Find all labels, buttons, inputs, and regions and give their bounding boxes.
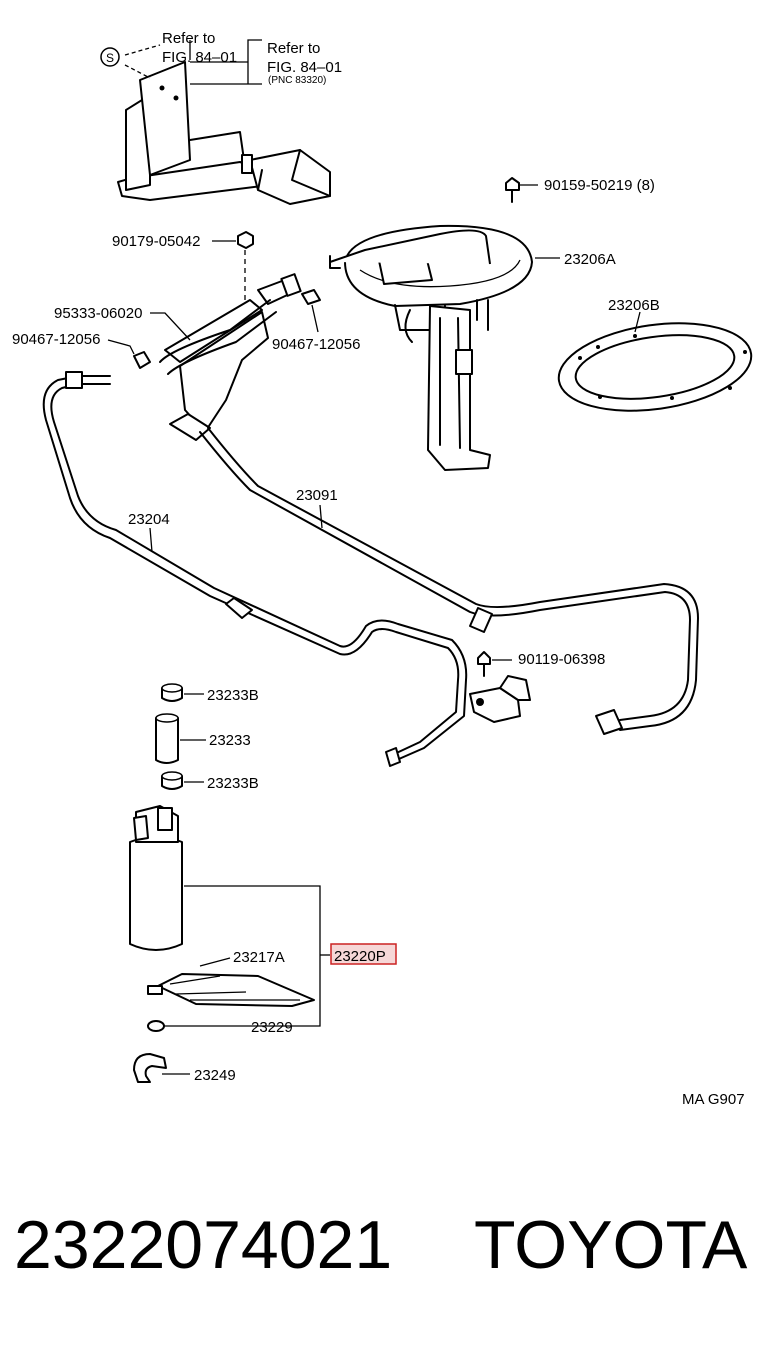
label-90467-12056-left: 90467-12056 [12, 331, 100, 348]
refer-label-2-line2: FIG. 84–01 [267, 59, 342, 76]
part-number: 2322074021 [14, 1207, 393, 1283]
label-23249: 23249 [194, 1067, 236, 1084]
refer-label-2-line1: Refer to [267, 40, 320, 57]
bolt-90159-icon [505, 177, 520, 203]
gasket-23206b [557, 322, 753, 412]
label-23091: 23091 [296, 487, 338, 504]
nut-90179-icon [237, 231, 254, 249]
label-90159-50219: 90159-50219 (8) [544, 177, 655, 194]
clamp-90467-right-icon [301, 289, 321, 305]
label-23229: 23229 [251, 1019, 293, 1036]
cushion-23233b-top-icon [161, 683, 183, 702]
canister-bracket-assembly [117, 61, 331, 205]
refer-label-2-pnc: (PNC 83320) [268, 75, 326, 86]
fuel-pump-icon [129, 805, 183, 951]
label-90467-12056-right: 90467-12056 [272, 336, 360, 353]
bolt-90119-icon [477, 651, 491, 677]
fuel-tube-23204 [42, 371, 468, 767]
brand-name: TOYOTA [474, 1207, 748, 1283]
hose-23233-icon [155, 713, 179, 764]
s-symbol-text: S [106, 51, 114, 65]
label-23206b: 23206B [608, 297, 660, 314]
label-23233b-bottom: 23233B [207, 775, 259, 792]
label-90179-05042: 90179-05042 [112, 233, 200, 250]
filter-23217a-icon [147, 973, 315, 1007]
refer-label-1-line2: FIG. 84–01 [162, 49, 237, 66]
label-23233: 23233 [209, 732, 251, 749]
fuel-tube-23091 [199, 427, 699, 735]
fuel-pump-bracket-23206a [329, 224, 533, 471]
cushion-23233b-bottom-icon [161, 771, 183, 790]
label-90119-06398: 90119-06398 [518, 651, 605, 668]
ring-23229-icon [147, 1020, 165, 1032]
footer: 2322074021 TOYOTA [0, 1195, 768, 1295]
s-symbol: S [100, 47, 120, 67]
label-23204: 23204 [128, 511, 170, 528]
refer-label-1-line1: Refer to [162, 30, 215, 47]
label-23233b-top: 23233B [207, 687, 259, 704]
clip-bracket-icon [469, 675, 531, 723]
diagram-code: MA G907 [682, 1091, 745, 1108]
hose-bracket-assembly [159, 273, 302, 441]
clamp-90467-left-icon [133, 351, 151, 369]
label-23217a: 23217A [233, 949, 285, 966]
highlighted-part-23220p[interactable]: 23220P [330, 943, 397, 965]
label-23206a: 23206A [564, 251, 616, 268]
label-23220p: 23220P [334, 948, 386, 965]
bracket-23249-icon [133, 1053, 167, 1083]
label-95333-06020: 95333-06020 [54, 305, 142, 322]
